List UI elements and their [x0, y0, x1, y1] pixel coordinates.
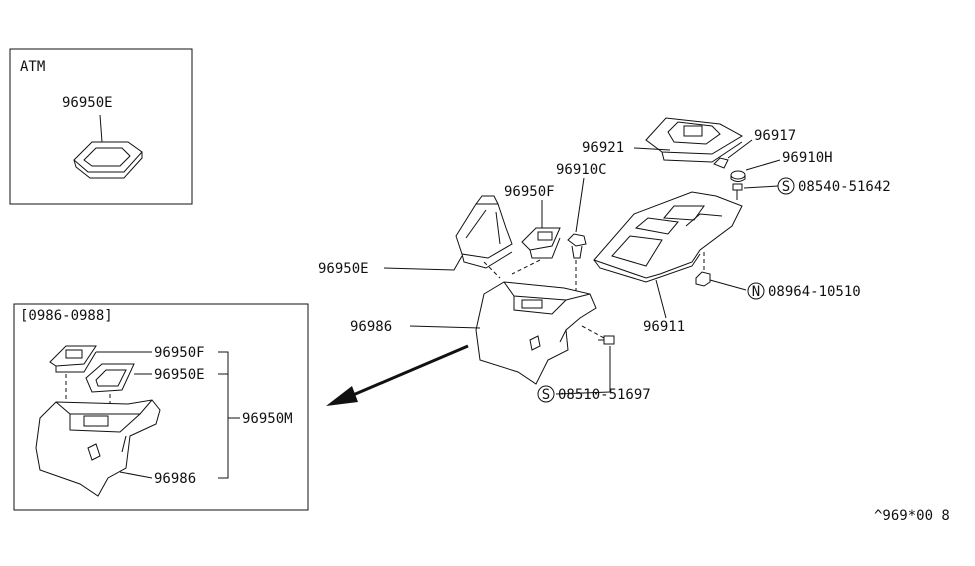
guide-dash-96950E	[483, 261, 501, 279]
leader-screw-top	[743, 185, 779, 189]
sub-label-96950E: 96950E	[154, 367, 205, 383]
part-screw-top	[732, 183, 743, 200]
label-08540-51642: 08540-51642	[798, 179, 891, 195]
main-assembly: 96921 96917 96910H S 08540-51642	[318, 117, 891, 403]
part-96910C	[567, 233, 587, 259]
atm-part-label: 96950E	[62, 95, 113, 111]
label-96911: 96911	[643, 319, 685, 335]
leader-96917	[727, 139, 753, 159]
label-96921: 96921	[582, 140, 624, 156]
atm-leader-line	[99, 114, 103, 143]
label-08964-10510: 08964-10510	[768, 284, 861, 300]
reference-arrow	[326, 344, 469, 406]
atm-boot-part	[73, 141, 143, 179]
sub-boot-plate-part	[49, 345, 97, 373]
screw-symbol-top-letter: S	[782, 179, 790, 195]
guide-dash-screw-bottom	[581, 325, 605, 339]
sub-inset: [0986-0988] 96950F 96950E 96950M	[13, 303, 309, 511]
part-96986	[475, 281, 597, 385]
leader-96921	[633, 147, 671, 151]
sub-label-96986: 96986	[154, 471, 196, 487]
screw-symbol-bottom-letter: S	[542, 387, 550, 403]
leader-96986	[409, 325, 481, 329]
sub-leader-96986	[119, 471, 153, 479]
leader-screw-bottom-horizontal	[555, 391, 611, 395]
label-96917: 96917	[754, 128, 796, 144]
screw-symbol-bottom	[537, 385, 555, 403]
leader-96910H	[745, 159, 781, 171]
leader-nut	[709, 279, 747, 291]
nut-symbol-letter: N	[752, 284, 760, 300]
sub-inset-frame	[13, 303, 309, 511]
part-96950E	[455, 195, 513, 269]
diagram-code: ^969*00 8	[874, 508, 950, 524]
part-96950F	[521, 227, 561, 259]
label-96986: 96986	[350, 319, 392, 335]
leader-96950E	[383, 255, 463, 271]
screw-symbol-top	[777, 177, 795, 195]
label-08510-51697: 08510-51697	[558, 387, 651, 403]
sub-console-base-part	[35, 399, 161, 497]
leader-96910C	[575, 177, 585, 233]
sub-label-96950M: 96950M	[242, 411, 293, 427]
sub-bracket	[218, 351, 229, 479]
part-96911	[593, 191, 743, 283]
label-96910H: 96910H	[782, 150, 833, 166]
leader-96911	[655, 279, 667, 319]
part-nut	[695, 271, 711, 287]
atm-inset-title: ATM	[20, 59, 45, 75]
atm-inset: ATM 96950E	[9, 48, 193, 205]
part-96917	[713, 157, 729, 169]
guide-dash-96950F	[511, 259, 541, 275]
atm-inset-frame	[9, 48, 193, 205]
label-96910C: 96910C	[556, 162, 607, 178]
part-screw-bottom	[598, 335, 615, 345]
sub-inset-title: [0986-0988]	[20, 308, 113, 324]
part-96921	[645, 117, 744, 163]
sub-boot-part	[85, 363, 135, 393]
nut-symbol	[747, 282, 765, 300]
sub-label-96950F: 96950F	[154, 345, 205, 361]
part-96910H	[730, 170, 746, 182]
label-96950E: 96950E	[318, 261, 369, 277]
label-96950F: 96950F	[504, 184, 555, 200]
